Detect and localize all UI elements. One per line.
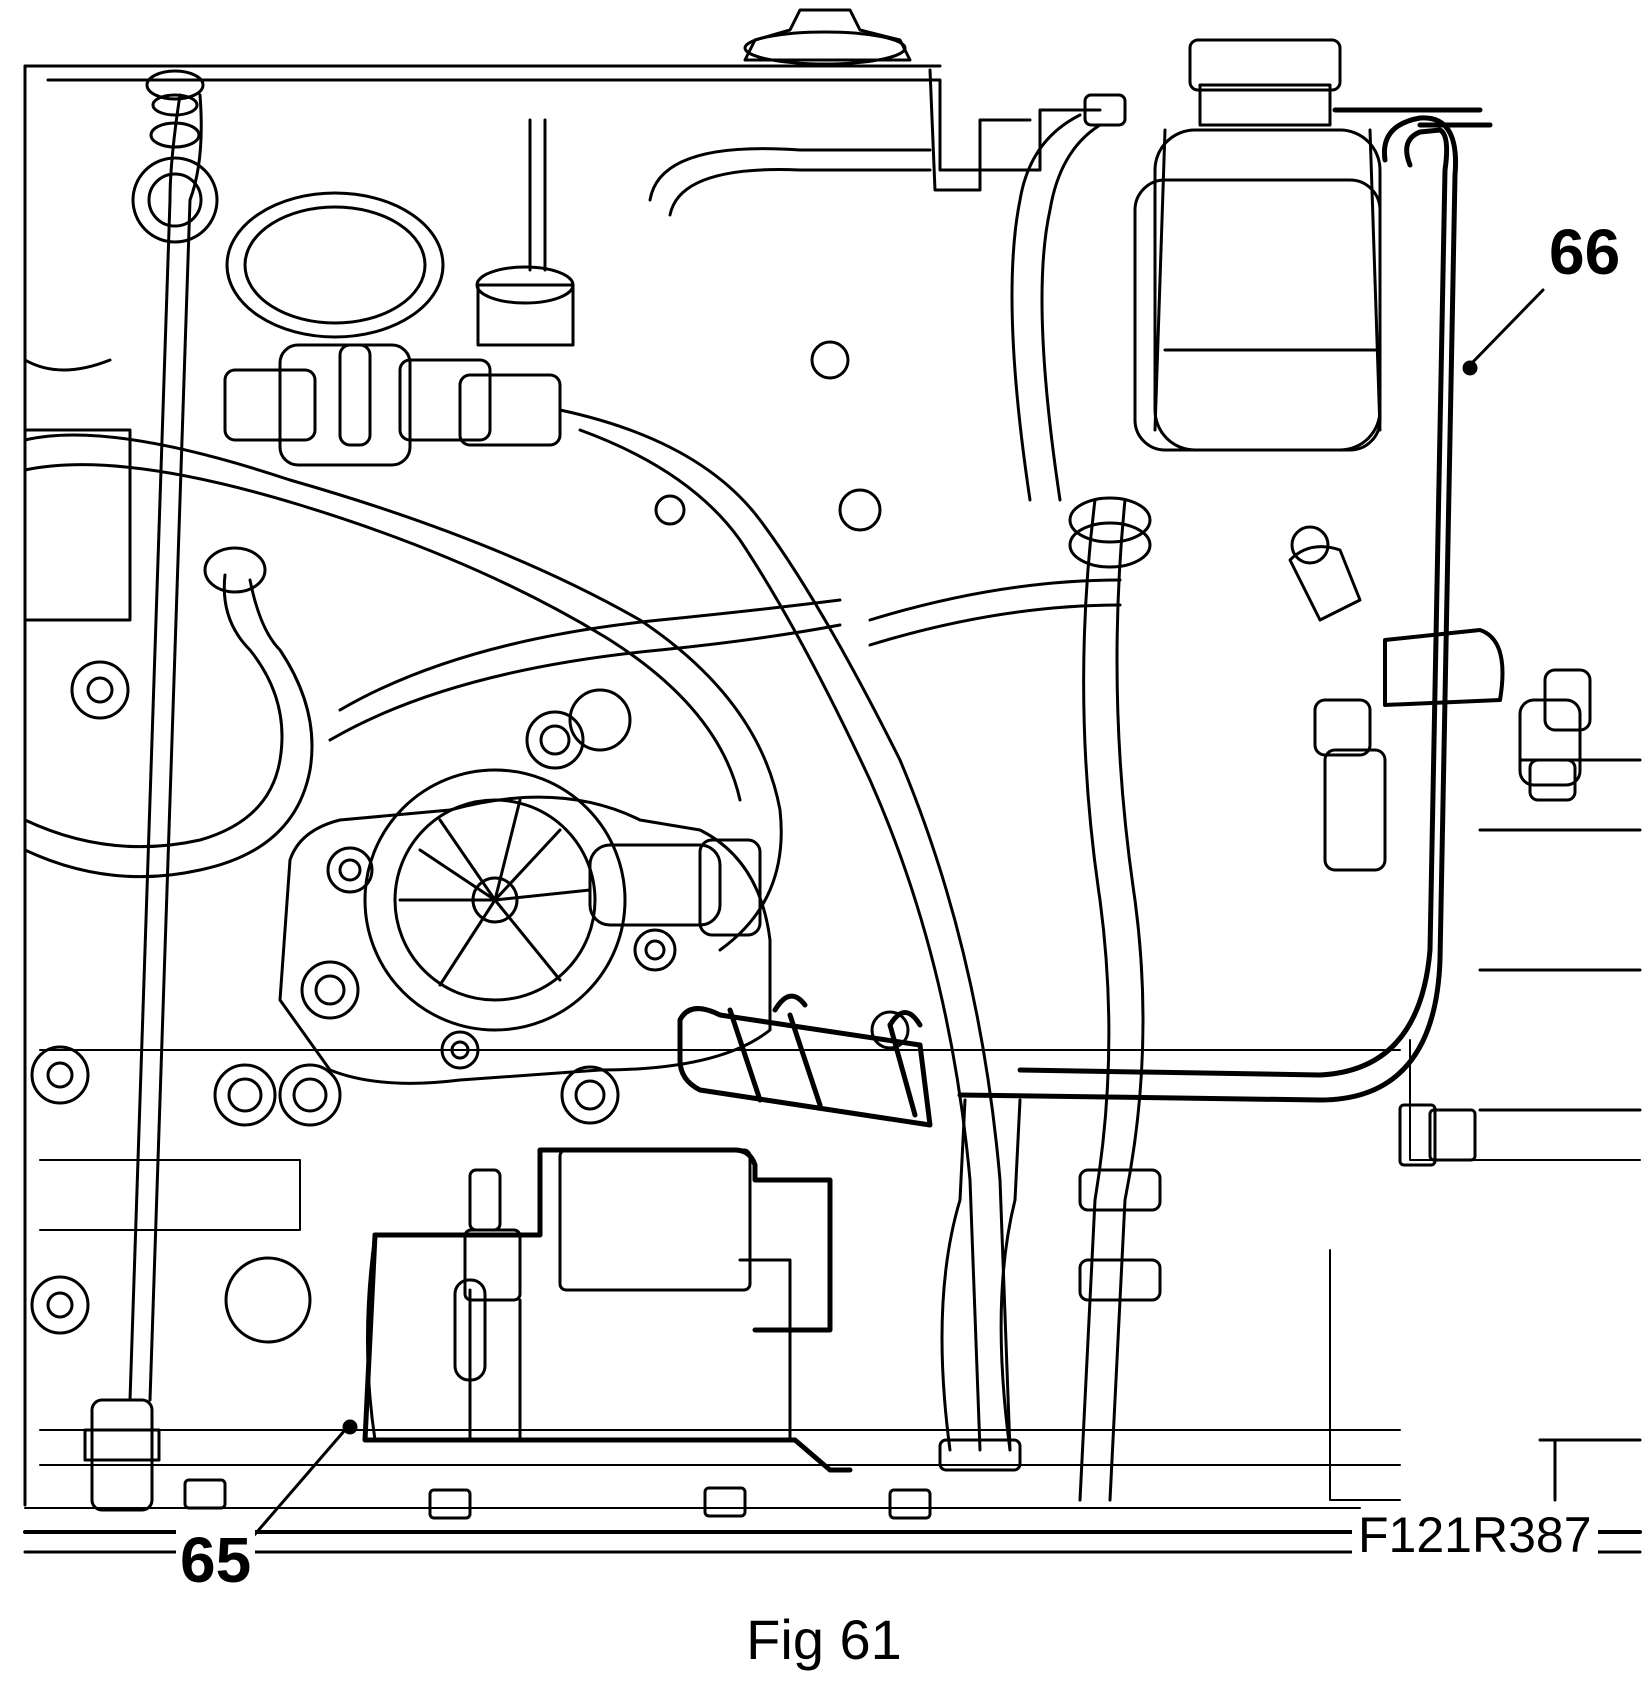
bolts — [30, 340, 1477, 1520]
pipe-66 — [957, 107, 1505, 1103]
figure-caption: Fig 61 — [746, 1608, 902, 1671]
starter-motor-65 — [362, 1147, 853, 1473]
filler-neck — [225, 191, 445, 339]
valve-assembly — [223, 118, 575, 467]
callout-66: 66 — [1545, 220, 1625, 284]
reservoir — [1133, 38, 1382, 452]
callout-65: 65 — [176, 1528, 256, 1592]
hose-clamps — [677, 993, 933, 1128]
fittings-right — [1288, 545, 1592, 872]
dipstick-tube — [83, 69, 219, 1512]
water-pump — [278, 688, 772, 1085]
hoses — [23, 93, 1162, 1502]
lower-hose — [938, 1098, 1022, 1472]
top-cap — [743, 8, 912, 66]
leader-lines — [248, 288, 1545, 1542]
figure-code: F121R387 — [1352, 1510, 1598, 1560]
